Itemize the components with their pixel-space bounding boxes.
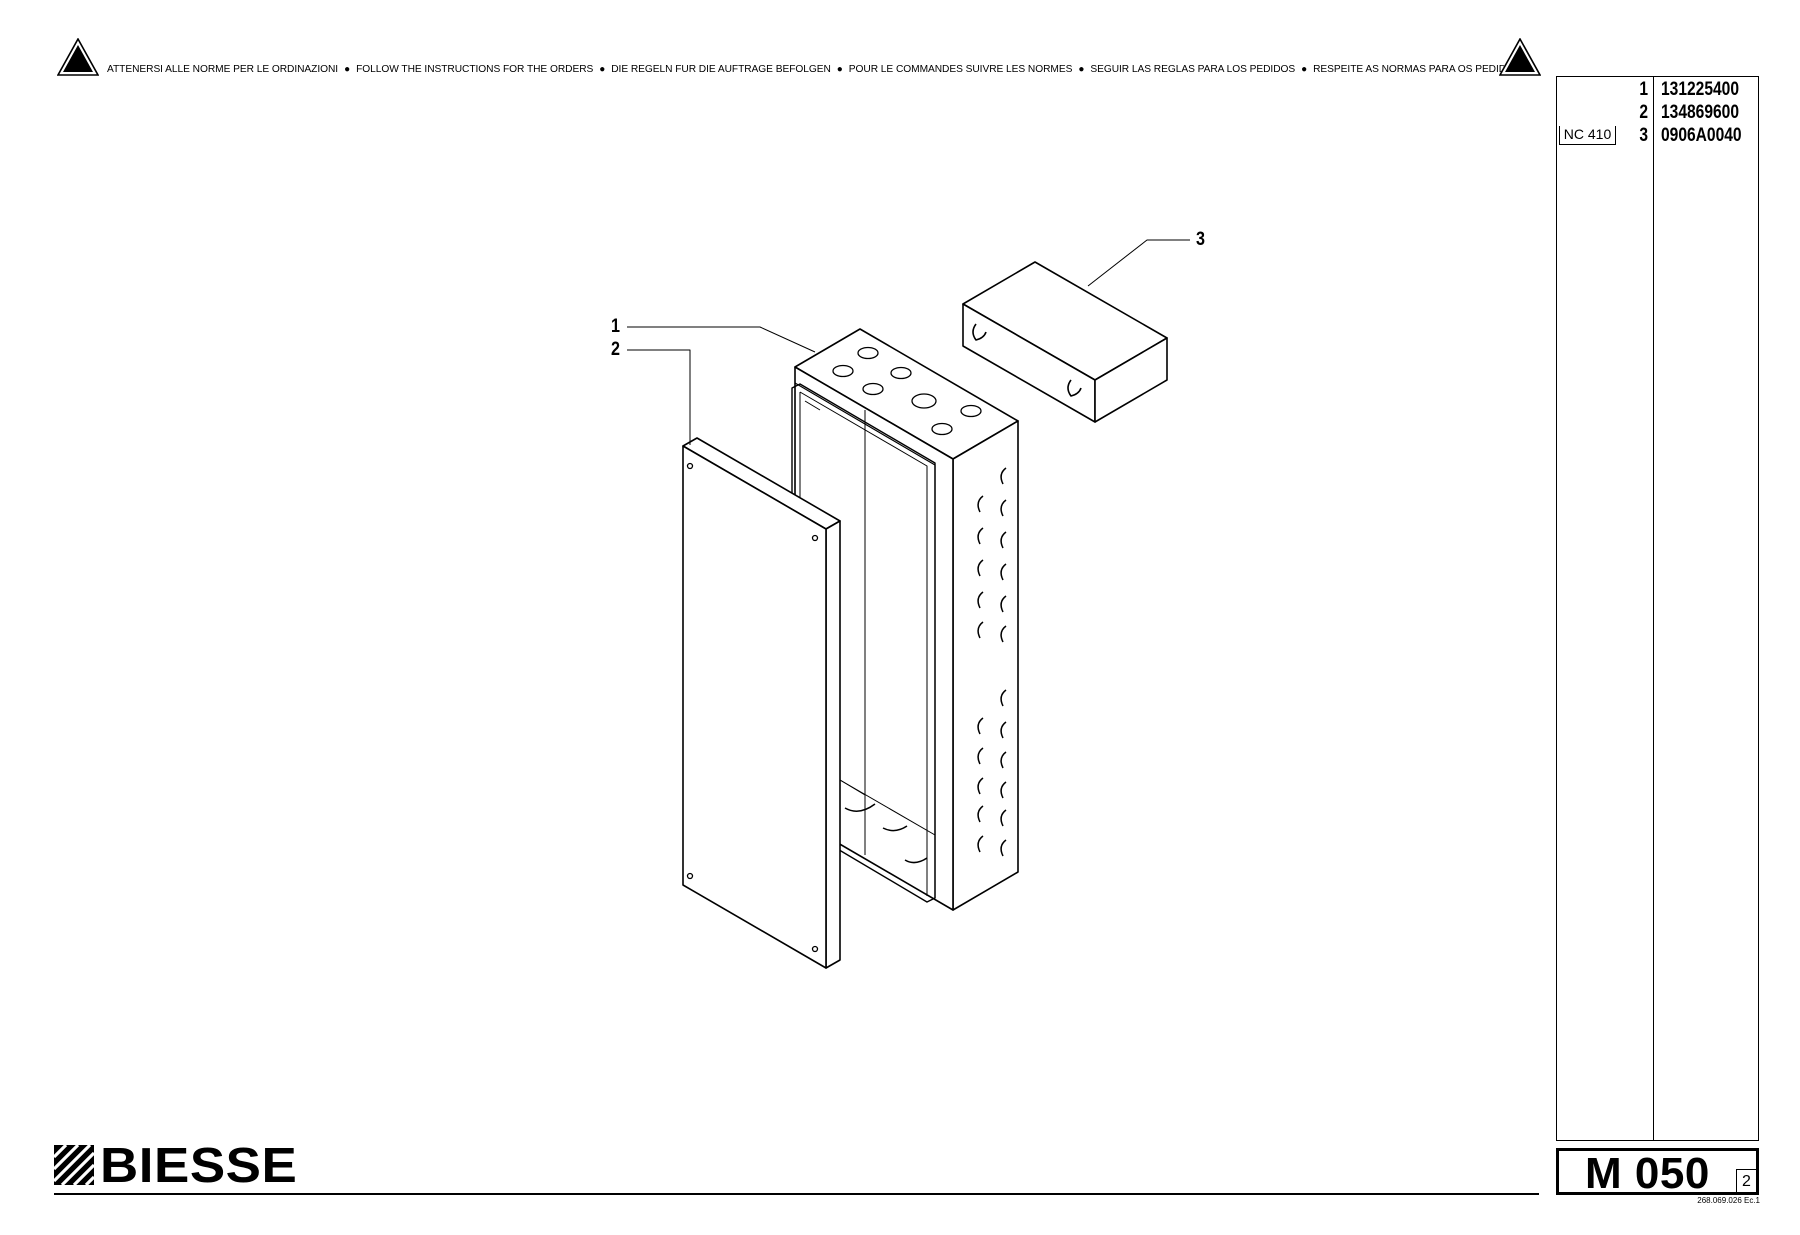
notice-es: SEGUIR LAS REGLAS PARA LOS PEDIDOS: [1090, 64, 1296, 75]
parts-list-panel: [1556, 76, 1759, 1141]
biesse-stripes-logo-icon: [54, 1143, 96, 1187]
notice-separator: ●: [1301, 64, 1308, 75]
parts-row-1[interactable]: 1 131225400: [1556, 79, 1759, 101]
notice-fr: POUR LE COMMANDES SUIVRE LES NORMES: [848, 64, 1073, 75]
part-code: 0906A0040: [1661, 125, 1742, 146]
parts-row-3[interactable]: NC 410 3 0906A0040: [1556, 125, 1759, 147]
parts-list-divider: [1653, 77, 1654, 1141]
notice-separator: ●: [344, 64, 351, 75]
notice-it: ATTENERSI ALLE NORME PER LE ORDINAZIONI: [107, 64, 339, 75]
notice-de: DIE REGELN FUR DIE AUFTRAGE BEFOLGEN: [611, 64, 831, 75]
top-knockout-holes: [832, 346, 982, 436]
callout-2: 2: [611, 339, 620, 360]
part-number: 3: [1639, 125, 1648, 146]
door-panel: [682, 437, 841, 969]
part-number: 2: [1639, 102, 1648, 123]
order-notice-bar: ATTENERSI ALLE NORME PER LE ORDINAZIONI ●…: [57, 38, 1542, 80]
document-reference: 268.069.026 Ec.1: [1697, 1196, 1760, 1205]
warning-triangle-icon: [1499, 38, 1541, 76]
notice-pt: RESPEITE AS NORMAS PARA OS PEDIDOS: [1313, 64, 1521, 75]
notice-separator: ●: [599, 64, 606, 75]
accessory-box: [962, 261, 1168, 423]
notice-en: FOLLOW THE INSTRUCTIONS FOR THE ORDERS: [356, 64, 594, 75]
parts-row-2[interactable]: 2 134869600: [1556, 102, 1759, 124]
bottom-knockout-holes: [844, 803, 928, 864]
callout-3: 3: [1196, 229, 1205, 250]
part-note-tag: NC 410: [1559, 126, 1616, 145]
part-code: 134869600: [1661, 102, 1739, 123]
sheet-number: 2: [1736, 1169, 1756, 1192]
notice-separator: ●: [1078, 64, 1085, 75]
order-notice-text: ATTENERSI ALLE NORME PER LE ORDINAZIONI ●…: [107, 64, 1521, 75]
table-code: M 050: [1585, 1149, 1710, 1198]
notice-separator: ●: [836, 64, 843, 75]
footer-rule: [54, 1193, 1539, 1195]
side-knockout-holes: [977, 467, 1007, 857]
brand-wordmark: BIESSE: [100, 1139, 298, 1193]
part-code: 131225400: [1661, 79, 1739, 100]
table-code-box: M 050 2: [1556, 1148, 1759, 1198]
part-number: 1: [1639, 79, 1648, 100]
warning-triangle-icon: [57, 38, 99, 76]
callout-1: 1: [611, 316, 620, 337]
callout-leaders: [627, 239, 1190, 445]
